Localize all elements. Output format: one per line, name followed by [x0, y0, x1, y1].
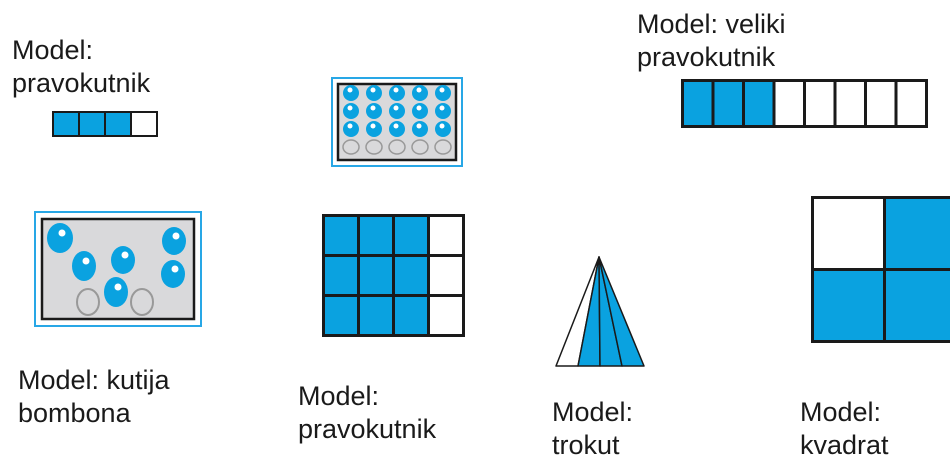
candy-shine — [394, 88, 399, 93]
square-part — [813, 270, 885, 342]
triangle-model — [554, 256, 646, 368]
candy-shine — [371, 88, 376, 93]
candy-box-model — [34, 211, 202, 327]
candy — [343, 103, 359, 119]
candy — [343, 121, 359, 137]
candy-shine — [172, 266, 179, 273]
large-rectangle-part — [744, 81, 775, 127]
candy — [111, 246, 135, 274]
label-grid-rectangle: Model: pravokutnik — [298, 380, 436, 446]
candy-shine — [173, 233, 180, 240]
large-rectangle-part — [805, 81, 836, 127]
candy — [389, 103, 405, 119]
candy — [389, 121, 405, 137]
large-rectangle-model — [681, 79, 929, 129]
candy — [47, 223, 73, 253]
candy-shine — [440, 124, 445, 129]
candy-shine — [348, 124, 353, 129]
label-candy-box: Model: kutija bombona — [18, 364, 170, 430]
candy — [412, 121, 428, 137]
candy-shine — [417, 88, 422, 93]
grid-cell — [394, 256, 429, 296]
square-model — [811, 196, 950, 340]
small-rectangle-model — [52, 111, 160, 137]
candy — [366, 85, 382, 101]
square-part — [813, 198, 885, 270]
grid-cell — [359, 256, 394, 296]
small-rectangle-part — [131, 112, 157, 136]
grid-cell — [429, 216, 464, 256]
candy — [389, 85, 405, 101]
candy — [104, 277, 128, 307]
large-rectangle-part — [835, 81, 866, 127]
grid-cell — [359, 216, 394, 256]
candy — [162, 227, 186, 255]
candy-shine — [115, 284, 122, 291]
small-rectangle-part — [105, 112, 131, 136]
candy-shine — [440, 88, 445, 93]
small-rectangle-part — [79, 112, 105, 136]
large-rectangle-part — [774, 81, 805, 127]
candy — [366, 121, 382, 137]
label-small-rectangle: Model: pravokutnik — [12, 34, 150, 100]
candy-shine — [394, 124, 399, 129]
candy-box-grid-model — [331, 77, 463, 167]
grid-rectangle-model — [322, 214, 464, 338]
candy-shine — [122, 252, 129, 259]
candy — [161, 260, 185, 288]
square-part — [885, 270, 950, 342]
candy-shine — [348, 106, 353, 111]
candy-shine — [371, 124, 376, 129]
grid-cell — [359, 296, 394, 336]
candy-shine — [417, 106, 422, 111]
small-rectangle-part — [53, 112, 79, 136]
label-large-rectangle: Model: veliki pravokutnik — [637, 8, 786, 74]
label-triangle: Model: trokut — [552, 396, 633, 462]
large-rectangle-part — [683, 81, 714, 127]
candy-shine — [371, 106, 376, 111]
candy — [343, 85, 359, 101]
grid-cell — [324, 256, 359, 296]
candy-shine — [348, 88, 353, 93]
grid-cell — [324, 216, 359, 256]
large-rectangle-part — [713, 81, 744, 127]
candy-shine — [394, 106, 399, 111]
candy — [435, 85, 451, 101]
candy — [412, 103, 428, 119]
grid-cell — [429, 296, 464, 336]
candy-shine — [440, 106, 445, 111]
candy-shine — [417, 124, 422, 129]
square-part — [885, 198, 950, 270]
label-square: Model: kvadrat — [800, 396, 889, 462]
large-rectangle-part — [866, 81, 897, 127]
grid-cell — [394, 296, 429, 336]
grid-cell — [394, 216, 429, 256]
large-rectangle-part — [896, 81, 927, 127]
candy-shine — [59, 230, 66, 237]
grid-cell — [324, 296, 359, 336]
candy — [72, 251, 96, 281]
candy — [435, 121, 451, 137]
candy — [435, 103, 451, 119]
grid-cell — [429, 256, 464, 296]
candy — [366, 103, 382, 119]
candy-shine — [83, 258, 90, 265]
candy — [412, 85, 428, 101]
